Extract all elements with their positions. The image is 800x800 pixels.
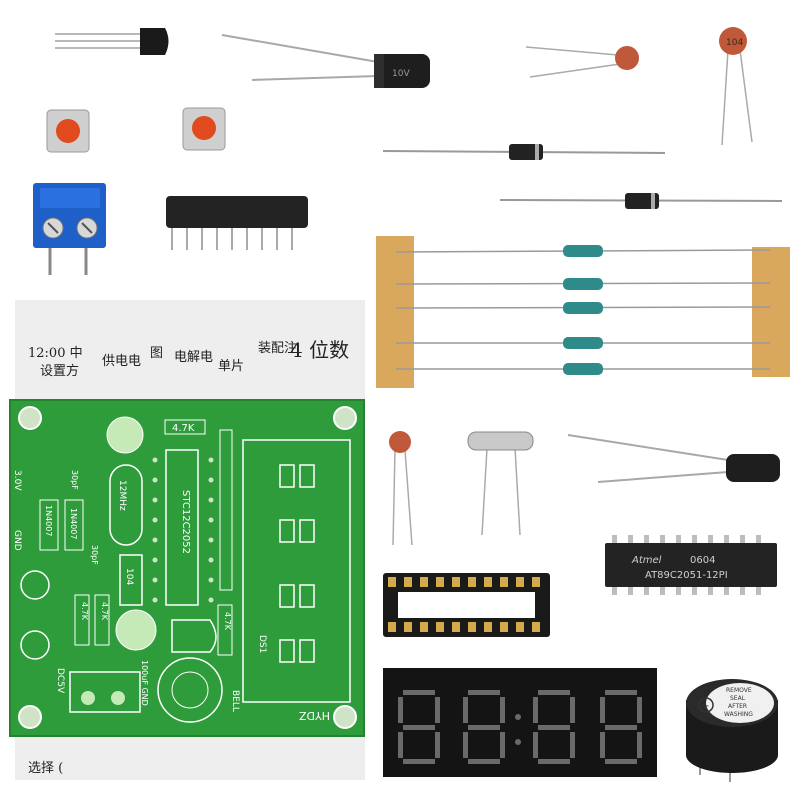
ceramic-capacitor-104: 104	[719, 27, 753, 146]
buzzer-sticker-4: WASHING	[724, 711, 753, 718]
pushbutton-left	[46, 109, 90, 153]
manual-line-7: 12:00 中	[28, 346, 83, 361]
taped-resistors	[376, 236, 790, 388]
pcb-cap-30pf-b: 30pF	[70, 470, 79, 490]
pcb-gnd: GND	[12, 530, 22, 551]
diode-bottom	[499, 193, 783, 209]
buzzer-plus-symbol: +	[701, 701, 709, 712]
chip-part: AT89C2051-12PI	[645, 570, 728, 581]
buzzer-sticker-1: REMOVE	[726, 687, 752, 694]
buzzer: + REMOVE SEAL AFTER WASHING	[686, 679, 778, 782]
pcb-crystal-label: 12MHz	[117, 480, 127, 511]
pcb-cap-100uf: 100uF GND	[140, 660, 149, 706]
transistor	[55, 28, 169, 55]
pcb-r4: 4.7K	[100, 602, 109, 621]
screw-terminal-block	[33, 183, 106, 275]
electrolytic-marking: 10V	[392, 69, 410, 79]
pcb-r3: 4.7K	[80, 602, 89, 621]
chip-brand: Atmel	[631, 555, 662, 566]
pcb-diode-a: 1N4007	[44, 505, 53, 536]
manual-line-5: 图	[150, 346, 163, 361]
chip-date: 0604	[690, 555, 715, 566]
pcb-ds1: DS1	[257, 635, 267, 653]
pcb-brand: HYDZ	[299, 709, 330, 722]
manual-line-6: 设置方	[40, 363, 79, 379]
manual-line-8: 选择 (	[28, 761, 63, 776]
pcb-cap-30pf-a: 30pF	[90, 545, 99, 565]
electrolytic-capacitor-top: 10V	[221, 34, 430, 88]
manual-line-1: 装配注	[258, 341, 297, 356]
ic-socket	[383, 573, 550, 637]
seven-segment-display	[383, 668, 657, 777]
diode-top	[382, 144, 666, 160]
ceramic-capacitor-small	[389, 431, 413, 546]
cap-104-marking: 104	[726, 38, 743, 48]
manual-line-2: 单片	[218, 359, 244, 374]
resistor-network	[166, 196, 308, 250]
pcb-cap-104-label: 104	[124, 568, 134, 585]
ceramic-capacitor-a	[525, 46, 639, 78]
electrolytic-capacitor-bottom	[567, 434, 780, 483]
pcb-ic-label: STC12C2052	[180, 490, 191, 554]
pushbutton-right	[182, 107, 226, 151]
pcb-bell: BELL	[230, 690, 240, 712]
crystal-oscillator	[467, 431, 534, 536]
pcb-r5: 4.7K	[223, 612, 232, 631]
buzzer-sticker-2: SEAL	[730, 695, 746, 702]
pcb-voltage: 3.0V	[12, 470, 22, 491]
pcb-diode-b: 1N4007	[69, 508, 78, 539]
manual-line-4: 供电电	[102, 354, 141, 369]
microcontroller-chip: Atmel 0604 AT89C2051-12PI	[605, 535, 777, 595]
pcb-dc5v: DC5V	[55, 668, 65, 694]
buzzer-sticker-3: AFTER	[728, 703, 747, 710]
pcb-board: 4.7K STC12C2052 12MHz 104 30pF 30pF 1N40…	[9, 399, 365, 737]
manual-title: 4 位数	[290, 338, 349, 362]
pcb-resistor-top-label: 4.7K	[172, 423, 195, 434]
manual-line-3: 电解电	[174, 350, 213, 365]
